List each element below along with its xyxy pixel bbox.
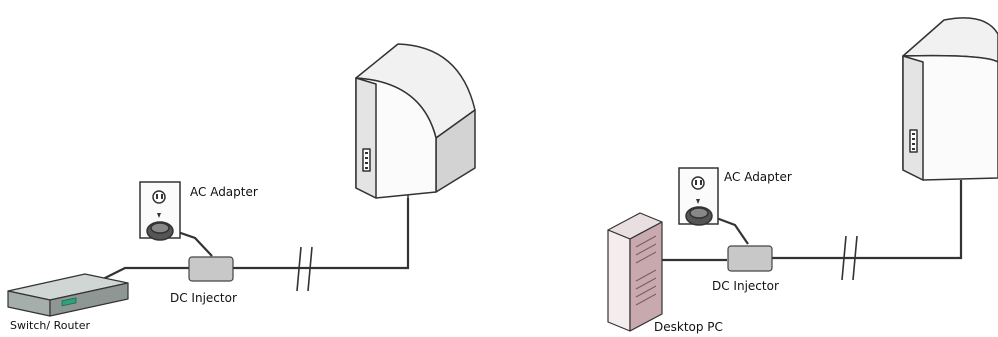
right-dc-injector-icon [727, 245, 773, 272]
right-cables [660, 180, 963, 262]
left-dc-injector-icon [188, 256, 234, 282]
switch-router-icon [7, 273, 129, 317]
right-cable-break-icon [841, 235, 858, 281]
desktop-pc-label: Desktop PC [654, 320, 723, 334]
left-dc-injector-label: DC Injector [170, 291, 237, 305]
left-ac-adapter-label: AC Adapter [190, 185, 258, 199]
right-dc-injector-label: DC Injector [712, 279, 779, 293]
left-diagram [7, 43, 476, 317]
left-injector-to-cpe-cable [233, 198, 410, 270]
right-ac-cable [710, 214, 749, 245]
left-wall-outlet-icon [139, 181, 181, 241]
right-injector-to-cpe-cable [772, 180, 963, 260]
left-cable-break-icon [296, 246, 313, 292]
right-wall-outlet-icon [678, 167, 719, 226]
left-outdoor-cpe-icon [355, 43, 476, 200]
desktop-pc-icon [607, 212, 663, 332]
right-ac-adapter-label: AC Adapter [724, 170, 792, 184]
switch-router-label: Switch/ Router [10, 319, 91, 332]
right-outdoor-cpe-icon [902, 17, 998, 181]
right-diagram [607, 17, 998, 332]
